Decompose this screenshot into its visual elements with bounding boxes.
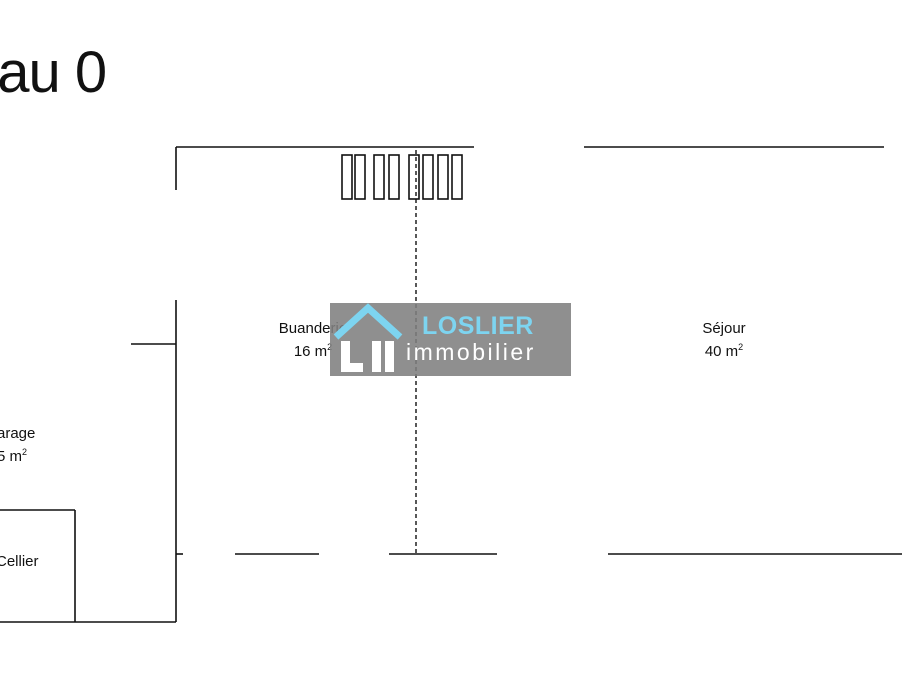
- room-garage-name: arage: [0, 425, 36, 442]
- house-logo-icon: [333, 303, 403, 372]
- loslier-watermark: LOSLIER immobilier: [330, 303, 571, 376]
- room-buanderie-area: 16 m2: [293, 342, 332, 360]
- watermark-subtitle: immobilier: [406, 339, 536, 365]
- room-sejour-name: Séjour: [702, 320, 746, 337]
- room-cellier-name: Cellier: [0, 553, 39, 570]
- room-garage-area: 5 m2: [0, 447, 28, 465]
- room-cellier: Cellier: [0, 552, 39, 571]
- room-sejour-area: 40 m2: [704, 342, 744, 360]
- room-sejour: Séjour 40 m2: [684, 319, 764, 361]
- room-garage: arage 5 m2: [0, 424, 35, 466]
- staircase: [341, 154, 463, 200]
- watermark-brand: LOSLIER: [422, 312, 534, 340]
- page-title: eau 0: [0, 40, 107, 105]
